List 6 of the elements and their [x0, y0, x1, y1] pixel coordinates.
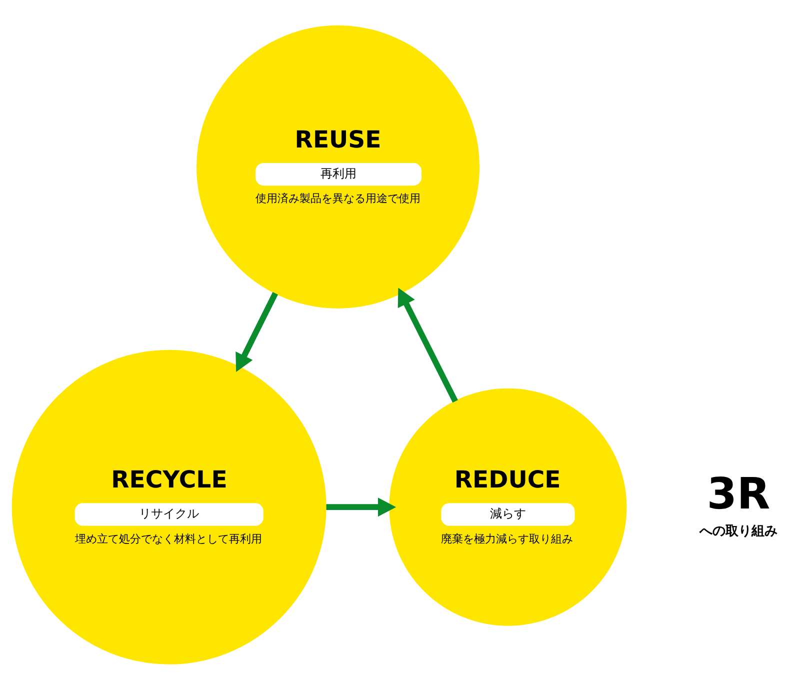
- arrow: [236, 292, 278, 372]
- label: への取り組み: [699, 524, 778, 539]
- arrow: [326, 498, 396, 517]
- label: 3R: [706, 469, 770, 520]
- node-circle: REDUCE 減らす 廃棄を極力減らす取り組み: [389, 388, 627, 626]
- arrow: [398, 288, 458, 403]
